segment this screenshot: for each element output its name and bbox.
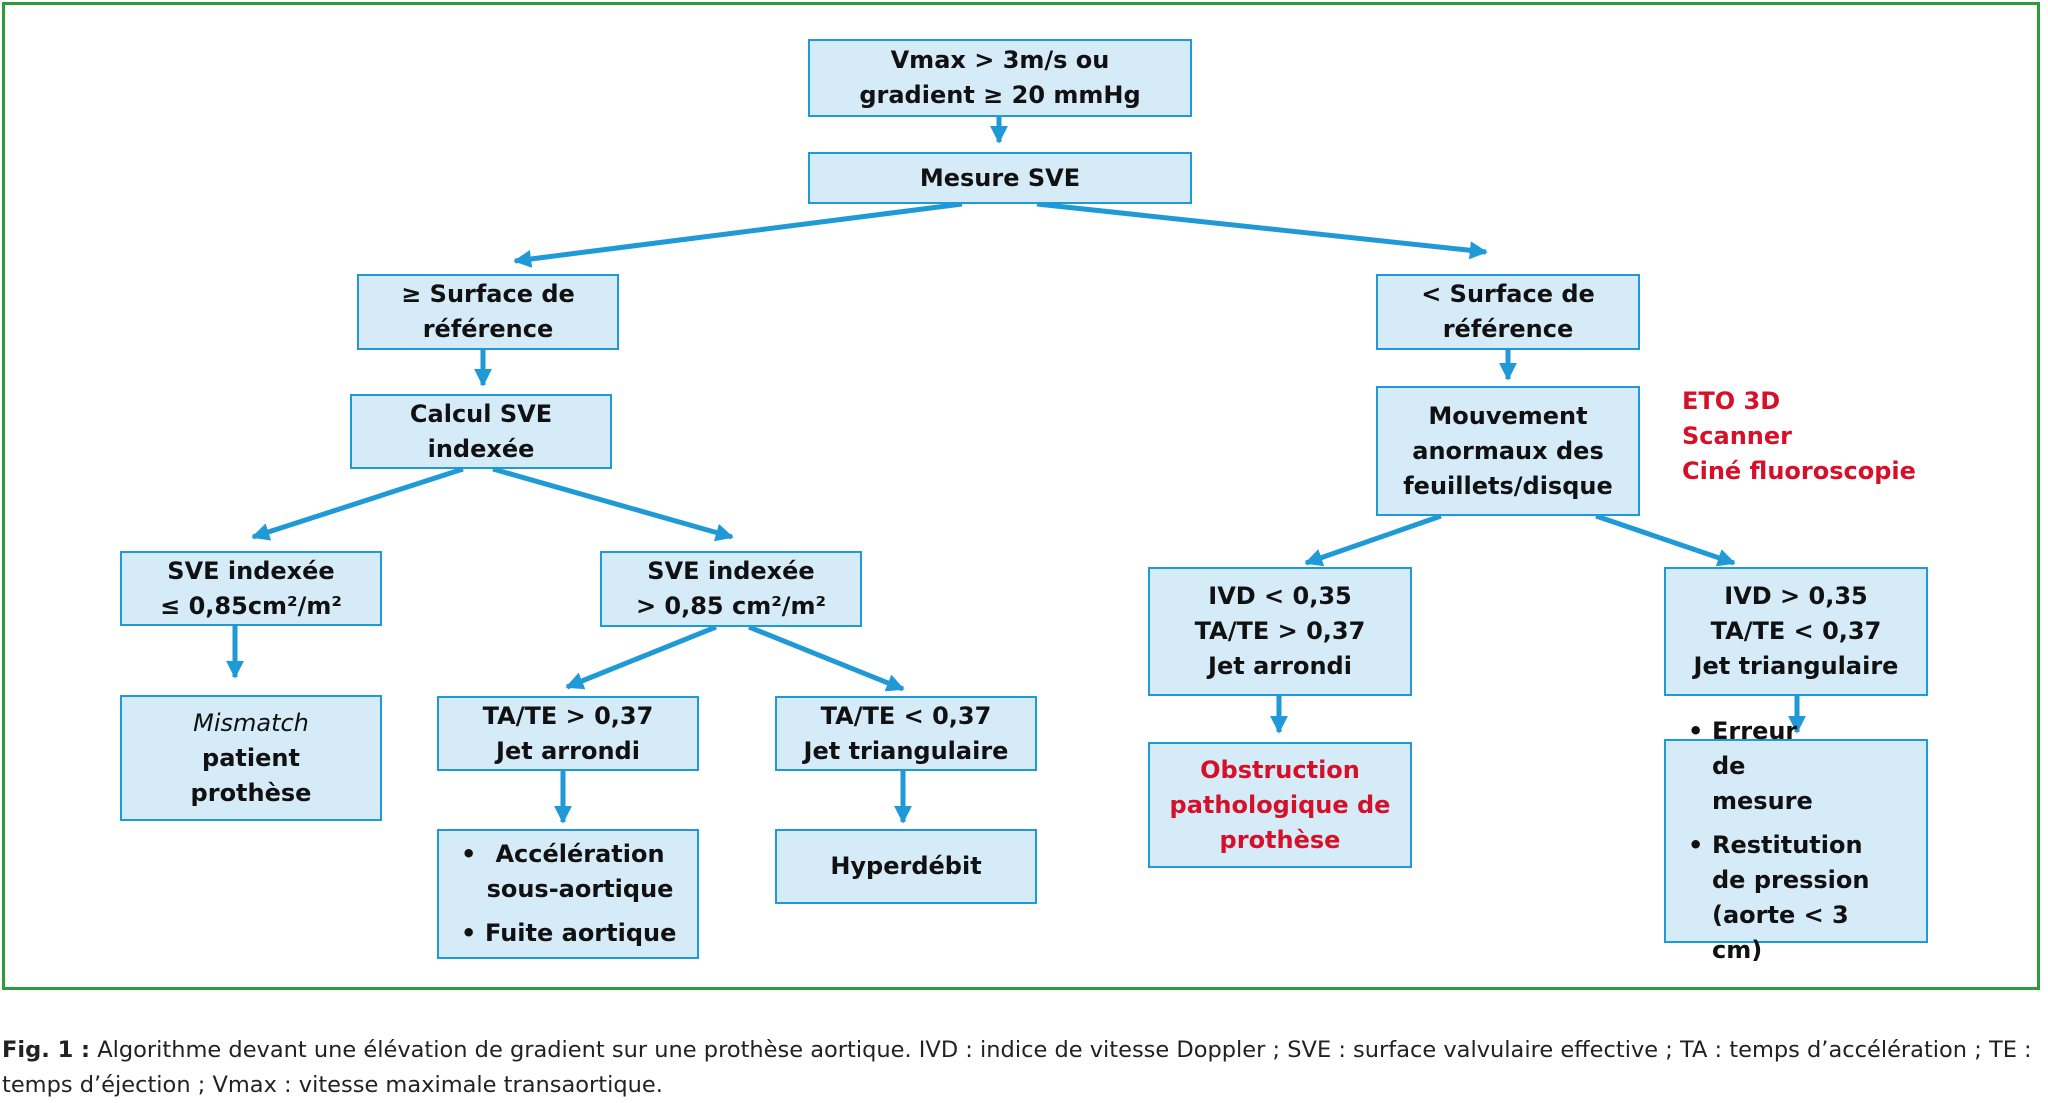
bullet-text: Fuite aortique — [485, 919, 677, 947]
node-line: Vmax > 3m/s ou — [890, 46, 1110, 74]
bullet-text: Erreur de mesure — [1712, 717, 1813, 815]
node-mouvement-anormaux: Mouvement anormaux des feuillets/disque — [1376, 386, 1640, 516]
node-line: SVE indexée — [167, 556, 335, 585]
node-line: indexée — [427, 434, 535, 463]
node-line: feuillets/disque — [1403, 471, 1613, 500]
node-line: Jet arrondi — [496, 736, 640, 765]
arrow-movement-ivd-high — [1595, 513, 1736, 567]
node-line: pathologique de — [1169, 790, 1391, 819]
node-line: référence — [422, 315, 554, 343]
node-tate-lt-left: TA/TE < 0,37 Jet triangulaire — [775, 696, 1037, 771]
figure-caption: Fig. 1 : Algorithme devant une élévation… — [2, 1033, 2042, 1103]
node-line: TA/TE < 0,37 — [820, 701, 992, 730]
node-line: > 0,85 cm²/m² — [635, 592, 827, 620]
node-obstruction: Obstruction pathologique de prothèse — [1148, 742, 1412, 868]
node-line: prothèse — [1219, 825, 1341, 854]
bullet-item: • Restitution de pression (aorte < 3 cm) — [1666, 828, 1898, 968]
node-ivd-low: IVD < 0,35 TA/TE > 0,37 Jet arrondi — [1148, 567, 1412, 696]
arrow-measure-ge-ref — [513, 201, 963, 268]
diagram-frame — [2, 2, 2040, 990]
bullet-icon: • — [1688, 831, 1704, 859]
node-mismatch: Mismatch patient prothèse — [120, 695, 382, 821]
node-line: patient — [202, 743, 300, 772]
node-calcul-sve-indexee: Calcul SVE indexée — [350, 394, 612, 469]
arrow-calc-sve-high — [492, 466, 734, 542]
node-mesure-sve: Mesure SVE — [808, 152, 1192, 204]
node-causes-left: • Accélération sous-aortique • Fuite aor… — [437, 829, 699, 959]
node-line: TA/TE > 0,37 — [482, 701, 654, 730]
bullet-item: • Accélération sous-aortique — [439, 837, 675, 907]
arrow-movement-ivd-low — [1304, 513, 1442, 567]
bullet-text: Accélération sous-aortique — [486, 840, 674, 903]
node-line: ≤ 0,85cm²/m² — [160, 591, 342, 620]
node-line: Obstruction — [1200, 755, 1360, 784]
node-line: référence — [1442, 315, 1574, 343]
note-line: ETO 3D — [1682, 387, 1781, 415]
node-line: Hyperdébit — [830, 852, 982, 880]
caption-label: Fig. 1 : — [2, 1037, 91, 1063]
node-ivd-high: IVD > 0,35 TA/TE < 0,37 Jet triangulaire — [1664, 567, 1928, 696]
bullet-icon: • — [1688, 717, 1704, 745]
bullet-icon: • — [461, 840, 477, 868]
bullet-item: • Erreur de mesure — [1666, 714, 1832, 819]
bullet-item: • Fuite aortique — [439, 916, 676, 951]
bullet-icon: • — [461, 919, 477, 947]
node-line: Jet triangulaire — [803, 736, 1009, 765]
node-line: < Surface de — [1421, 280, 1595, 308]
node-causes-right: • Erreur de mesure • Restitution de pres… — [1664, 717, 1928, 964]
node-ge-surface-reference: ≥ Surface de référence — [357, 274, 619, 350]
node-line: Mismatch — [193, 708, 309, 737]
node-line: Mesure SVE — [919, 163, 1081, 192]
bullet-text: Restitution de pression (aorte < 3 cm) — [1712, 831, 1870, 964]
imaging-options-note: ETO 3D Scanner Ciné fluoroscopie — [1682, 384, 1916, 489]
arrow-layer — [226, 114, 1806, 824]
node-line: prothèse — [190, 778, 312, 807]
node-line: SVE indexée — [647, 557, 815, 585]
node-vmax-gradient: Vmax > 3m/s ou gradient ≥ 20 mmHg — [808, 39, 1192, 117]
note-line: Scanner — [1682, 422, 1792, 450]
node-line: IVD > 0,35 — [1724, 582, 1868, 610]
node-line: Calcul SVE — [409, 399, 553, 428]
note-line: Ciné fluoroscopie — [1682, 457, 1916, 485]
node-line: IVD < 0,35 — [1208, 582, 1352, 610]
arrow-calc-sve-low — [251, 466, 464, 541]
node-line: ≥ Surface de — [401, 280, 575, 308]
node-line: Jet arrondi — [1208, 652, 1352, 680]
node-line: TA/TE < 0,37 — [1710, 617, 1882, 645]
node-line: TA/TE > 0,37 — [1194, 617, 1366, 645]
node-hyperdebit: Hyperdébit — [775, 829, 1037, 904]
caption-text: Algorithme devant une élévation de gradi… — [2, 1037, 2032, 1098]
arrow-measure-lt-ref — [1036, 201, 1488, 260]
node-line: Mouvement — [1428, 401, 1588, 430]
node-line: gradient ≥ 20 mmHg — [859, 81, 1141, 109]
node-lt-surface-reference: < Surface de référence — [1376, 274, 1640, 350]
node-line: anormaux des — [1412, 436, 1604, 465]
node-line: Jet triangulaire — [1693, 652, 1899, 680]
node-sve-indexee-high: SVE indexée > 0,85 cm²/m² — [600, 551, 862, 627]
node-sve-indexee-low: SVE indexée ≤ 0,85cm²/m² — [120, 551, 382, 626]
node-tate-gt-left: TA/TE > 0,37 Jet arrondi — [437, 696, 699, 771]
arrow-sve-high-tate-gt — [565, 624, 717, 690]
arrow-sve-high-tate-lt — [748, 624, 905, 692]
